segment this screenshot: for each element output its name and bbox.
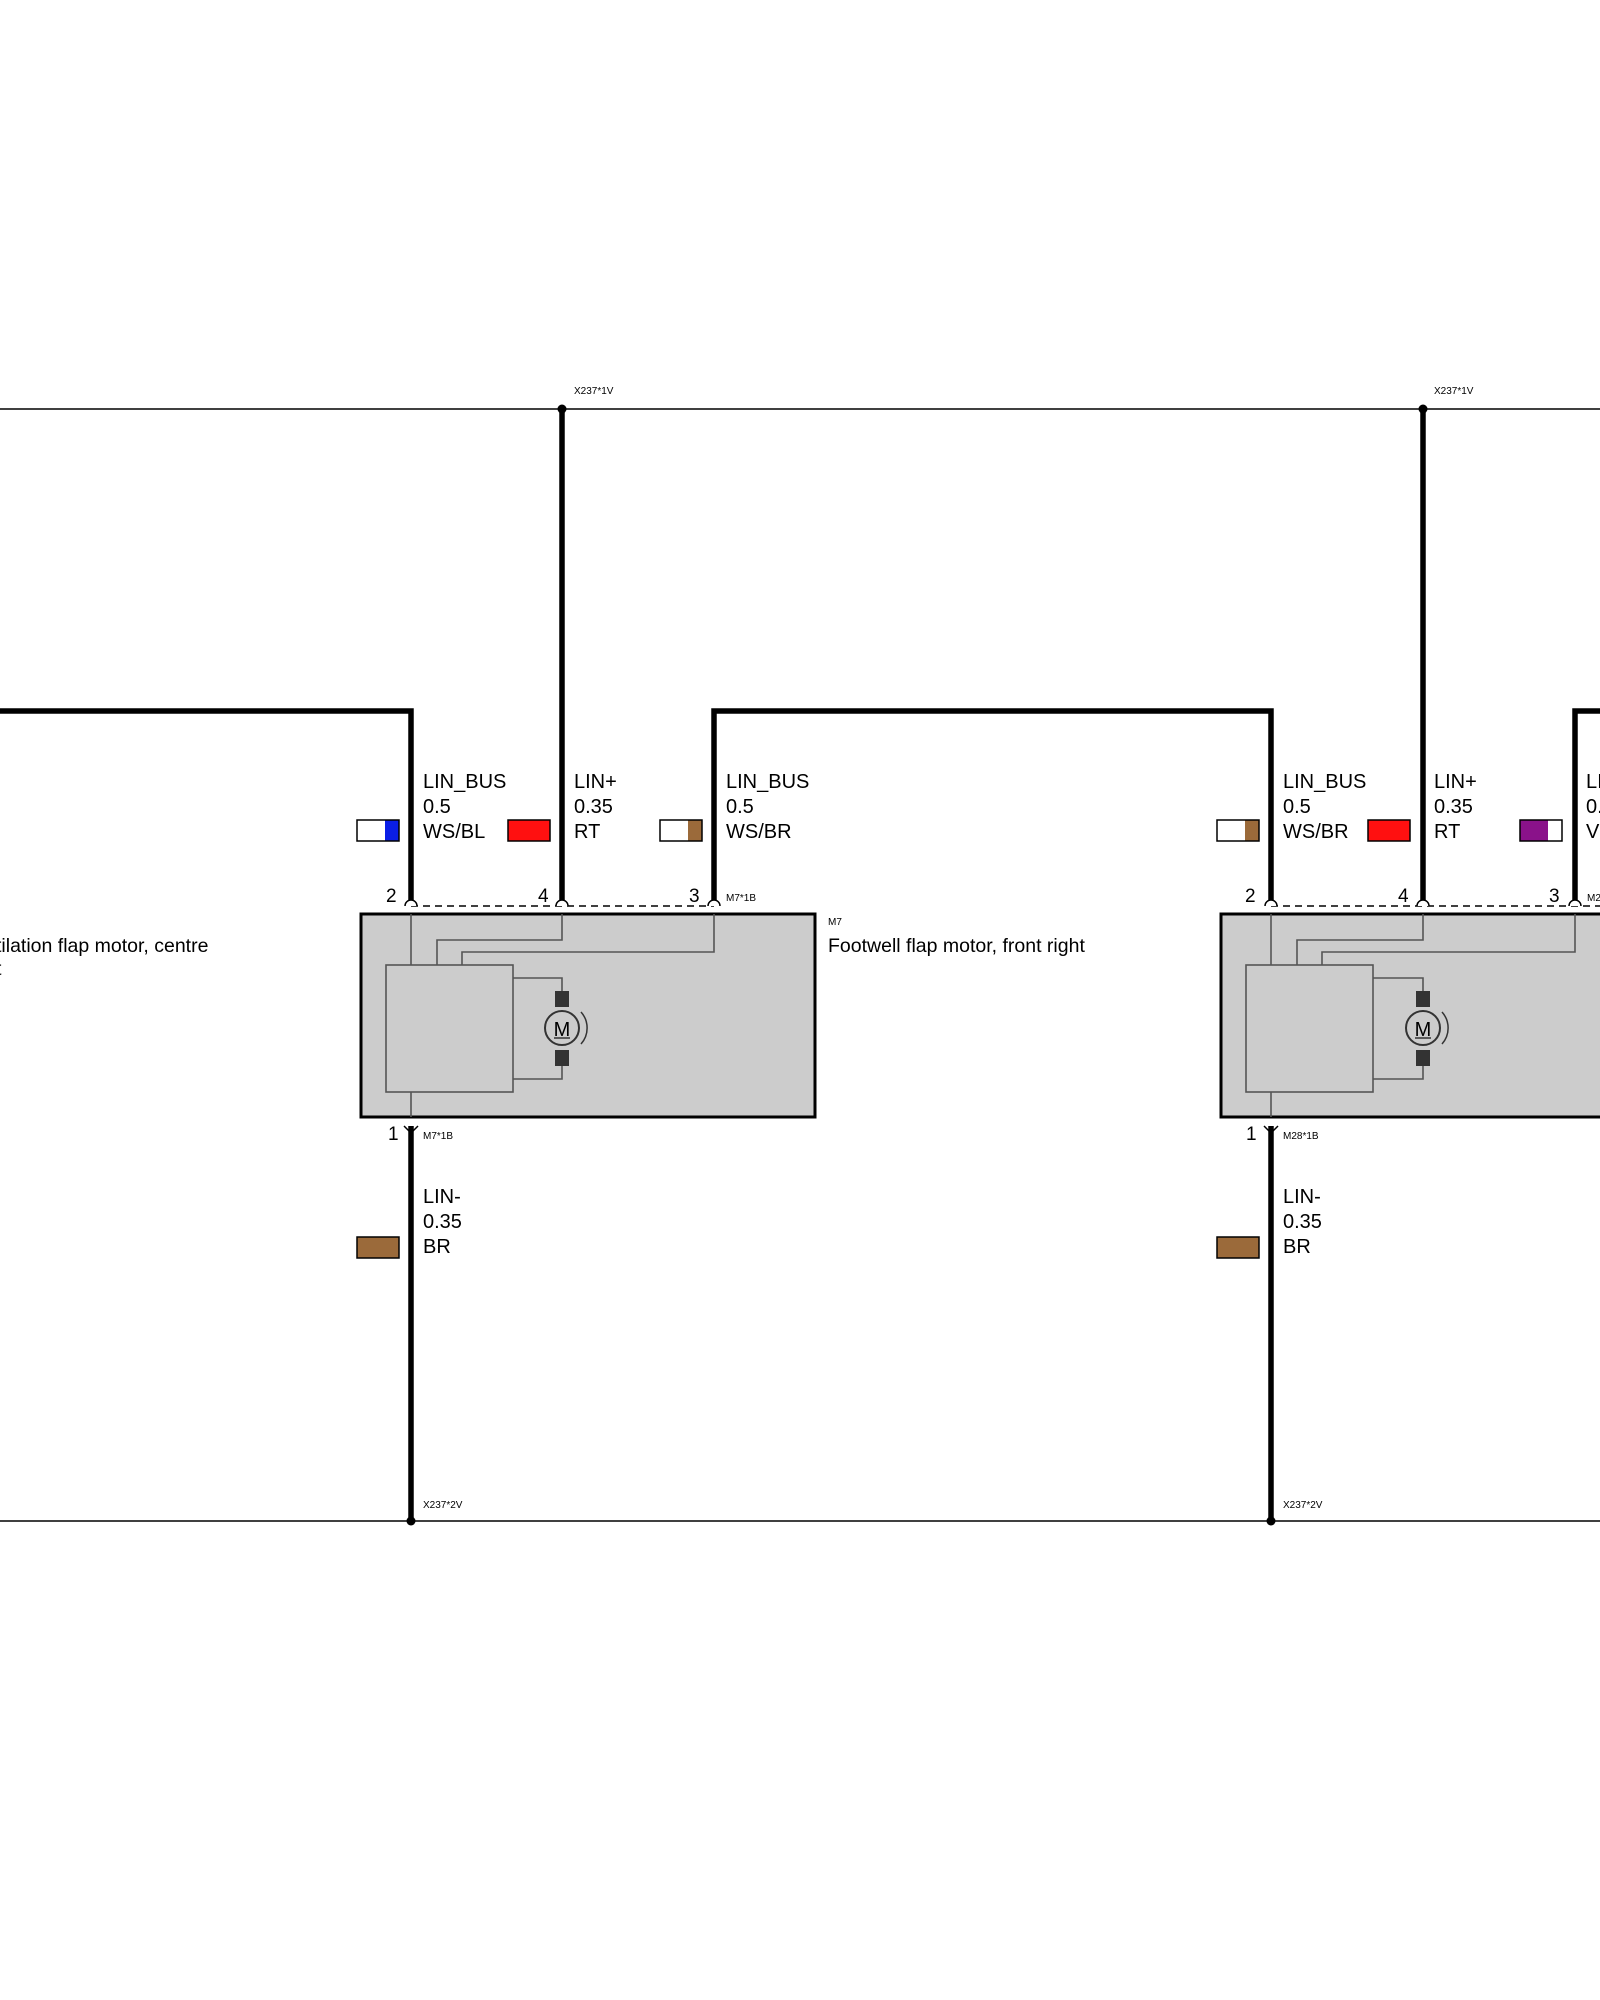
motor-letter: M xyxy=(554,1019,571,1041)
m7-internal-line-pin4 xyxy=(436,914,563,965)
connector-label-m7-bottom: M7*1B xyxy=(423,1131,453,1142)
wire-label-m7-lin-plus: LIN+ 0.35 RT xyxy=(507,771,617,843)
wire-label-m7-lin-bus-b: LIN_BUS 0.5 WS/BR xyxy=(659,771,809,843)
wire-label-m7-lin-minus: LIN- 0.35 BR xyxy=(356,1186,462,1259)
pin-number-m28-lin-plus: 4 xyxy=(1398,886,1409,907)
component-m28-controller xyxy=(1245,964,1374,1093)
svg-text:LI: LI xyxy=(1586,771,1600,793)
wire-color-swatch xyxy=(1216,819,1260,842)
svg-text:0.5: 0.5 xyxy=(1283,796,1311,818)
wire-color-swatch xyxy=(1519,819,1563,842)
pin-number-m7-lin-plus: 4 xyxy=(538,886,549,907)
connector-label-m28-top: M2 xyxy=(1587,893,1600,904)
svg-text:RT: RT xyxy=(1434,821,1460,843)
svg-text:0.35: 0.35 xyxy=(1434,796,1473,818)
m28-internal-line-pin3 xyxy=(1321,914,1576,965)
component-description-m7: Footwell flap motor, front right xyxy=(828,935,1085,957)
pin-number-m28-lin-bus: 2 xyxy=(1245,886,1256,907)
wire-color-swatch xyxy=(1216,1236,1260,1259)
wire-label-m28-lin-bus-b: LI 0. V xyxy=(1519,771,1600,843)
wire-lin-bus-m7-to-m28 xyxy=(711,708,1274,901)
svg-text:LIN+: LIN+ xyxy=(1434,771,1477,793)
connector-label-top-left: X237*1V xyxy=(574,386,614,397)
pin-number-m28-lin-bus-b: 3 xyxy=(1549,886,1560,907)
pin-caps xyxy=(404,899,1582,907)
svg-text:BR: BR xyxy=(423,1236,451,1258)
wire-color-swatch xyxy=(356,1236,400,1259)
svg-text:BR: BR xyxy=(1283,1236,1311,1258)
component-ref-m7: M7 xyxy=(828,917,842,928)
wire-label-m28-lin-minus: LIN- 0.35 BR xyxy=(1216,1186,1322,1259)
motor-letter: M xyxy=(1415,1019,1432,1041)
svg-text:RT: RT xyxy=(574,821,600,843)
dc-motor-icon: M xyxy=(544,991,588,1066)
svg-text:0.35: 0.35 xyxy=(574,796,613,818)
svg-text:LIN-: LIN- xyxy=(423,1186,461,1208)
wire-color-swatch xyxy=(507,819,551,842)
svg-text:LIN-: LIN- xyxy=(1283,1186,1321,1208)
svg-text:WS/BL: WS/BL xyxy=(423,821,485,843)
wire-color-swatch xyxy=(356,819,400,842)
svg-text:0.: 0. xyxy=(1586,796,1600,818)
wire-color-swatch xyxy=(1367,819,1411,842)
pin-number-m7-lin-bus: 2 xyxy=(386,886,397,907)
wire-lin-bus-right-exit xyxy=(1572,708,1600,901)
svg-text:WS/BR: WS/BR xyxy=(1283,821,1349,843)
svg-text:V: V xyxy=(1586,821,1600,843)
wire-lin-bus-left-feed xyxy=(0,708,414,901)
svg-text:0.35: 0.35 xyxy=(1283,1211,1322,1233)
dc-motor-icon: M xyxy=(1405,991,1449,1066)
svg-text:WS/BR: WS/BR xyxy=(726,821,792,843)
wire-label-m28-lin-bus: LIN_BUS 0.5 WS/BR xyxy=(1216,771,1366,843)
connector-label-bottom-right: X237*2V xyxy=(1283,1500,1323,1511)
wire-color-swatch xyxy=(659,819,703,842)
wire-label-m28-lin-plus: LIN+ 0.35 RT xyxy=(1367,771,1477,843)
component-m7-controller xyxy=(385,964,514,1093)
svg-text:0.5: 0.5 xyxy=(726,796,754,818)
connector-label-bottom-left: X237*2V xyxy=(423,1500,463,1511)
svg-text:LIN_BUS: LIN_BUS xyxy=(726,771,809,793)
pin-caps-bottom xyxy=(403,1125,1279,1135)
pin-number-m7-lin-minus: 1 xyxy=(388,1124,399,1145)
m28-motor-line-lower xyxy=(1373,1066,1424,1080)
pin-number-m28-lin-minus: 1 xyxy=(1246,1124,1257,1145)
m7-motor-line-upper xyxy=(513,977,563,991)
svg-text:LIN+: LIN+ xyxy=(574,771,617,793)
component-description-left-partial-2: t xyxy=(0,958,2,980)
component-description-left-partial: tilation flap motor, centre xyxy=(0,935,208,957)
wire-label-m7-lin-bus: LIN_BUS 0.5 WS/BL xyxy=(356,771,506,843)
connector-label-top-right: X237*1V xyxy=(1434,386,1474,397)
pin-number-m7-lin-bus-b: 3 xyxy=(689,886,700,907)
svg-text:LIN_BUS: LIN_BUS xyxy=(423,771,506,793)
connector-label-m28-bottom: M28*1B xyxy=(1283,1131,1319,1142)
m28-motor-line-upper xyxy=(1373,977,1424,991)
m28-internal-line-pin4 xyxy=(1296,914,1424,965)
svg-text:0.35: 0.35 xyxy=(423,1211,462,1233)
m7-motor-line-lower xyxy=(513,1066,563,1080)
svg-text:LIN_BUS: LIN_BUS xyxy=(1283,771,1366,793)
m7-internal-line-pin3 xyxy=(461,914,715,965)
svg-text:0.5: 0.5 xyxy=(423,796,451,818)
connector-label-m7-top: M7*1B xyxy=(726,893,756,904)
